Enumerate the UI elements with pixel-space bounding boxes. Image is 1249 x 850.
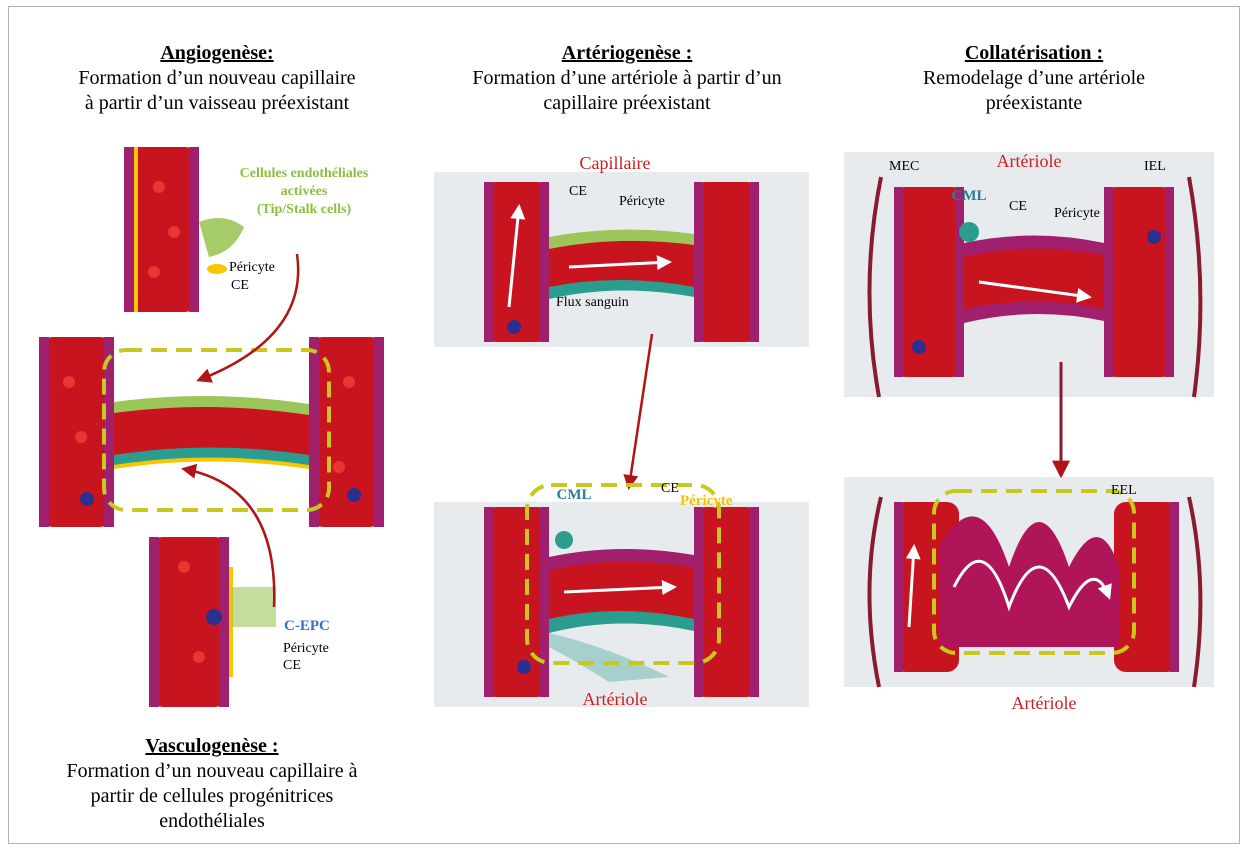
label-arterio-ce-bottom: CE [661, 481, 679, 496]
figure-frame: Angiogenèse: Formation d’un nouveau capi… [8, 6, 1240, 844]
label-collat-ce: CE [1009, 199, 1027, 214]
arteriogenese-desc-line2: capillaire préexistant [543, 92, 711, 114]
vasculogenese-parent-vessel [149, 537, 276, 707]
label-collat-arteriole-top: Artériole [997, 151, 1062, 171]
angiogenese-new-capillary [39, 337, 384, 527]
vasculogenese-desc-line1: Formation d’un nouveau capillaire à [66, 760, 357, 782]
label-collat-cml: CML [952, 188, 987, 204]
collaterisation-desc-line2: préexistante [986, 92, 1083, 114]
label-vasc-ce: CE [283, 658, 301, 673]
label-angio-ce: CE [231, 278, 249, 293]
collaterisation-desc-line1: Remodelage d’une artériole [923, 67, 1145, 89]
label-arterio-cml: CML [557, 487, 592, 503]
angiogenese-title: Angiogenèse: [160, 42, 273, 64]
label-eel: EEL [1111, 483, 1137, 498]
angiogenese-parent-vessel [124, 147, 244, 312]
arteriogenese-desc-line1: Formation d’une artériole à partir d’un [472, 67, 781, 89]
cepc-cell [206, 609, 222, 625]
label-cepc: C-EPC [284, 618, 330, 634]
label-arterio-arteriole: Artériole [583, 689, 648, 709]
label-activated-line1: Cellules endothéliales [240, 166, 369, 181]
label-mec: MEC [889, 159, 919, 174]
arteriogenese-arrow [629, 334, 652, 487]
label-flux-sanguin: Flux sanguin [556, 295, 629, 310]
label-arterio-pericyte-bottom: Péricyte [680, 493, 733, 509]
tip-cell-sprout [199, 218, 244, 257]
vasculogenese-desc-line2: partir de cellules progénitrices [91, 785, 334, 807]
label-activated-line2: activées [281, 184, 328, 199]
label-activated-line3: (Tip/Stalk cells) [257, 202, 352, 217]
vasculogenese-desc-line3: endothéliales [159, 810, 265, 832]
collaterisation-arteriole-vessel-bottom [894, 502, 1179, 672]
label-collat-arteriole-bottom: Artériole [1012, 693, 1077, 713]
label-capillaire: Capillaire [580, 153, 651, 173]
label-vasc-pericyte: Péricyte [283, 641, 329, 656]
angiogenese-desc-line2: à partir d’un vaisseau préexistant [85, 92, 350, 114]
angiogenese-desc-line1: Formation d’un nouveau capillaire [78, 67, 355, 89]
label-arterio-pericyte-top: Péricyte [619, 194, 665, 209]
label-angio-pericyte: Péricyte [229, 260, 275, 275]
vascular-growth-diagram: Angiogenèse: Formation d’un nouveau capi… [9, 7, 1241, 845]
arteriogenese-title: Artériogenèse : [562, 42, 693, 64]
label-arterio-ce-top: CE [569, 184, 587, 199]
vasculogenese-title: Vasculogenèse : [145, 735, 278, 757]
label-iel: IEL [1144, 159, 1166, 174]
label-collat-pericyte: Péricyte [1054, 206, 1100, 221]
collaterisation-title: Collatérisation : [965, 42, 1103, 64]
